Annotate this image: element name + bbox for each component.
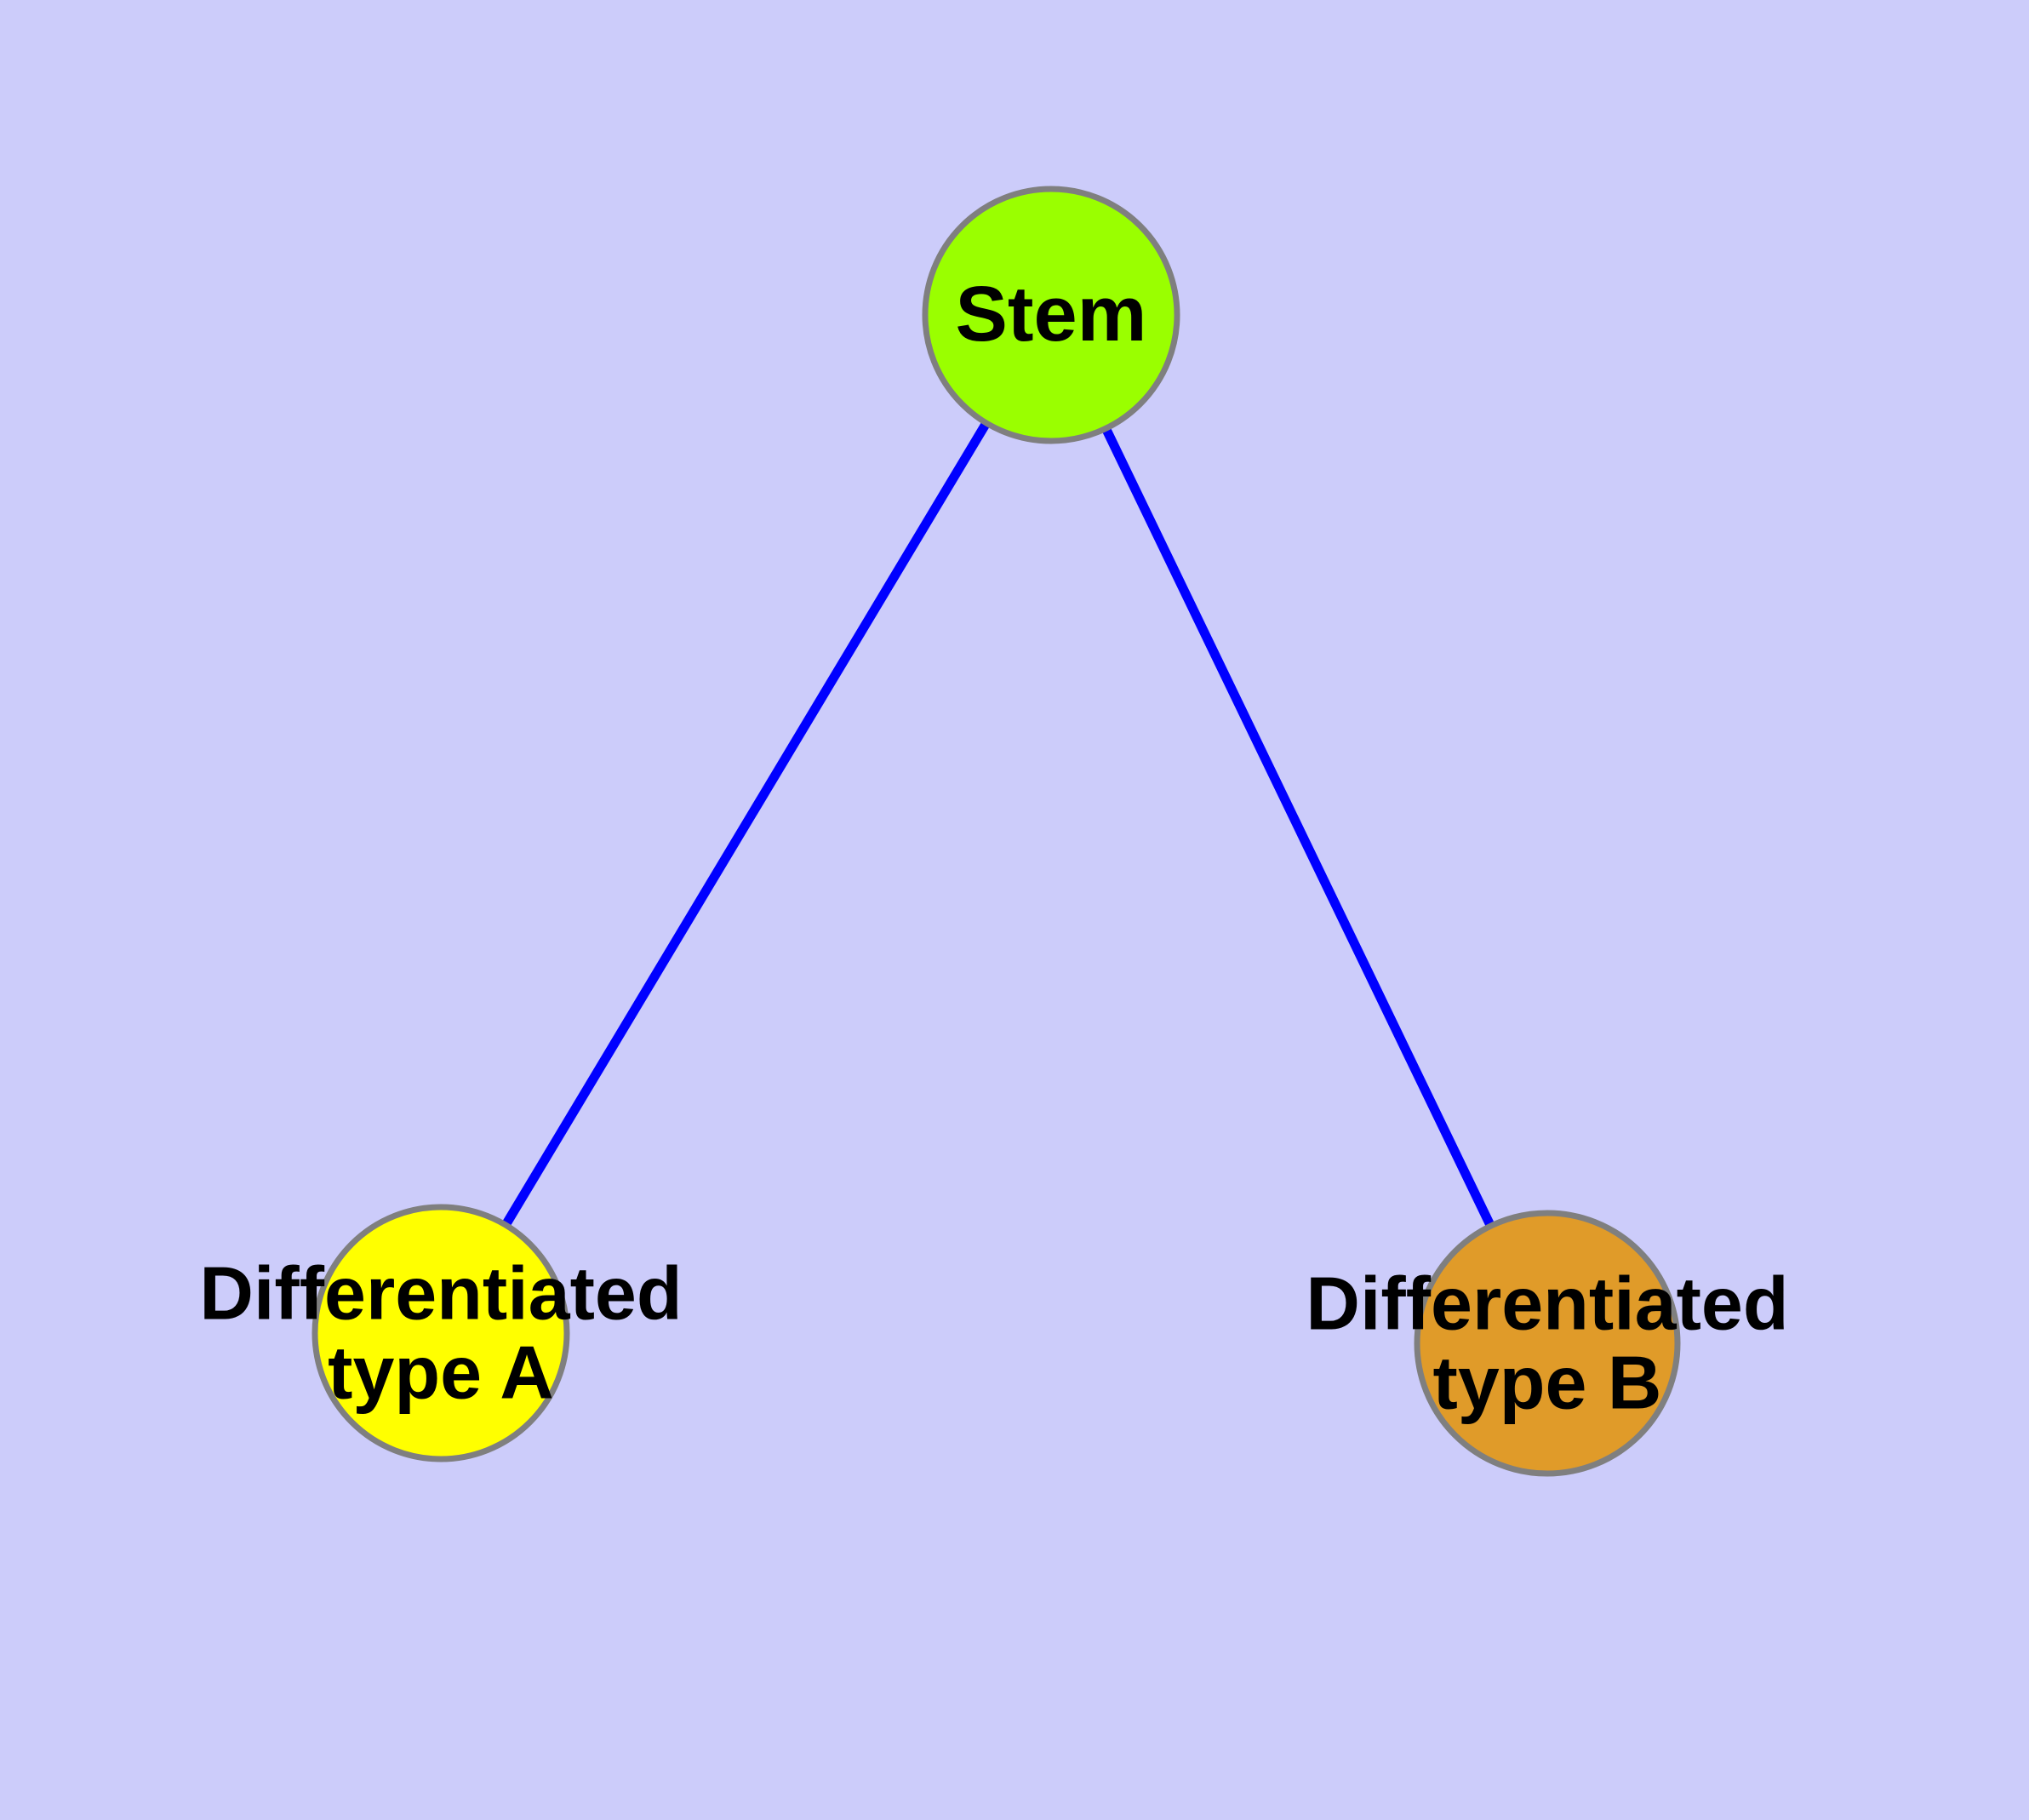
edge-stem-to-diff-b[interactable] [1047, 312, 1552, 1346]
edge-stem-to-diff-a[interactable] [437, 312, 1055, 1336]
edge-layer [437, 312, 1552, 1346]
node-differentiated-type-b[interactable] [1414, 1210, 1681, 1477]
node-differentiated-type-a[interactable] [311, 1204, 570, 1462]
node-layer [311, 186, 1681, 1477]
node-stem[interactable] [922, 186, 1180, 444]
